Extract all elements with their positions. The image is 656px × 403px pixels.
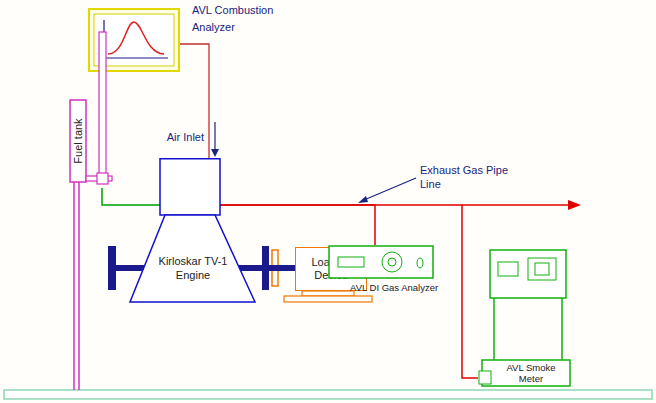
smoke-meter: AVL Smoke Meter xyxy=(478,248,572,388)
meter-display xyxy=(498,262,518,276)
analyzer-display xyxy=(338,257,364,267)
leader-arrowhead xyxy=(358,196,368,203)
node-label: Fuel tank xyxy=(72,118,85,163)
analyzer-dial xyxy=(388,258,396,266)
tank-stand xyxy=(78,182,80,390)
graph-axes xyxy=(104,20,168,58)
ground-base xyxy=(4,390,652,399)
meter-panel xyxy=(535,263,549,275)
probe-inlet xyxy=(479,371,491,384)
meter-panel xyxy=(528,258,556,280)
burette xyxy=(99,32,106,176)
engine-body xyxy=(130,215,255,302)
engine-shaft xyxy=(239,265,259,271)
flywheel xyxy=(108,246,116,290)
pipe-label: Exhaust Gas Pipe Line xyxy=(420,163,520,191)
meter-leg xyxy=(493,298,495,360)
analyzer-case xyxy=(329,246,433,278)
device-stand xyxy=(302,291,354,296)
pipe-connector xyxy=(102,188,160,205)
meter-head xyxy=(490,250,566,298)
gas-analyzer: AVL DI Gas Analyzer xyxy=(328,245,440,299)
analyzer-knob xyxy=(417,258,423,268)
fuel-tank: Fuel tank xyxy=(64,30,114,188)
fuel-system xyxy=(64,30,114,188)
exhaust-outlet xyxy=(462,204,568,206)
tank-stand xyxy=(73,182,75,390)
analyzer-dial xyxy=(382,252,402,272)
fuel-valve xyxy=(97,173,108,184)
outlet-arrowhead xyxy=(568,200,581,210)
engine-shaft xyxy=(115,265,144,271)
node-label: Kirloskar TV-1 Engine xyxy=(158,254,228,282)
device-stand xyxy=(284,296,372,302)
node-label: AVL DI Gas Analyzer xyxy=(350,282,438,294)
engine: Kirloskar TV-1 Engine xyxy=(128,158,258,304)
inlet-label: Air Inlet xyxy=(150,130,204,144)
air-inlet-arrowhead xyxy=(211,149,219,157)
pressure-curve xyxy=(108,22,164,54)
air-inlet-arrow xyxy=(214,122,215,150)
cylinder-head xyxy=(160,159,220,215)
engine-outline xyxy=(128,158,258,304)
fuel-tank-outline xyxy=(70,100,86,182)
node-label: AVL Combustion Analyzer xyxy=(192,2,292,36)
pipe-connector xyxy=(258,265,295,271)
meter-leg xyxy=(561,298,563,360)
leader-line xyxy=(364,178,416,200)
pipe-connector xyxy=(220,205,375,245)
pipe-connector xyxy=(220,205,478,378)
meter-base xyxy=(482,360,570,386)
node-label: AVL Smoke Meter xyxy=(496,362,566,384)
